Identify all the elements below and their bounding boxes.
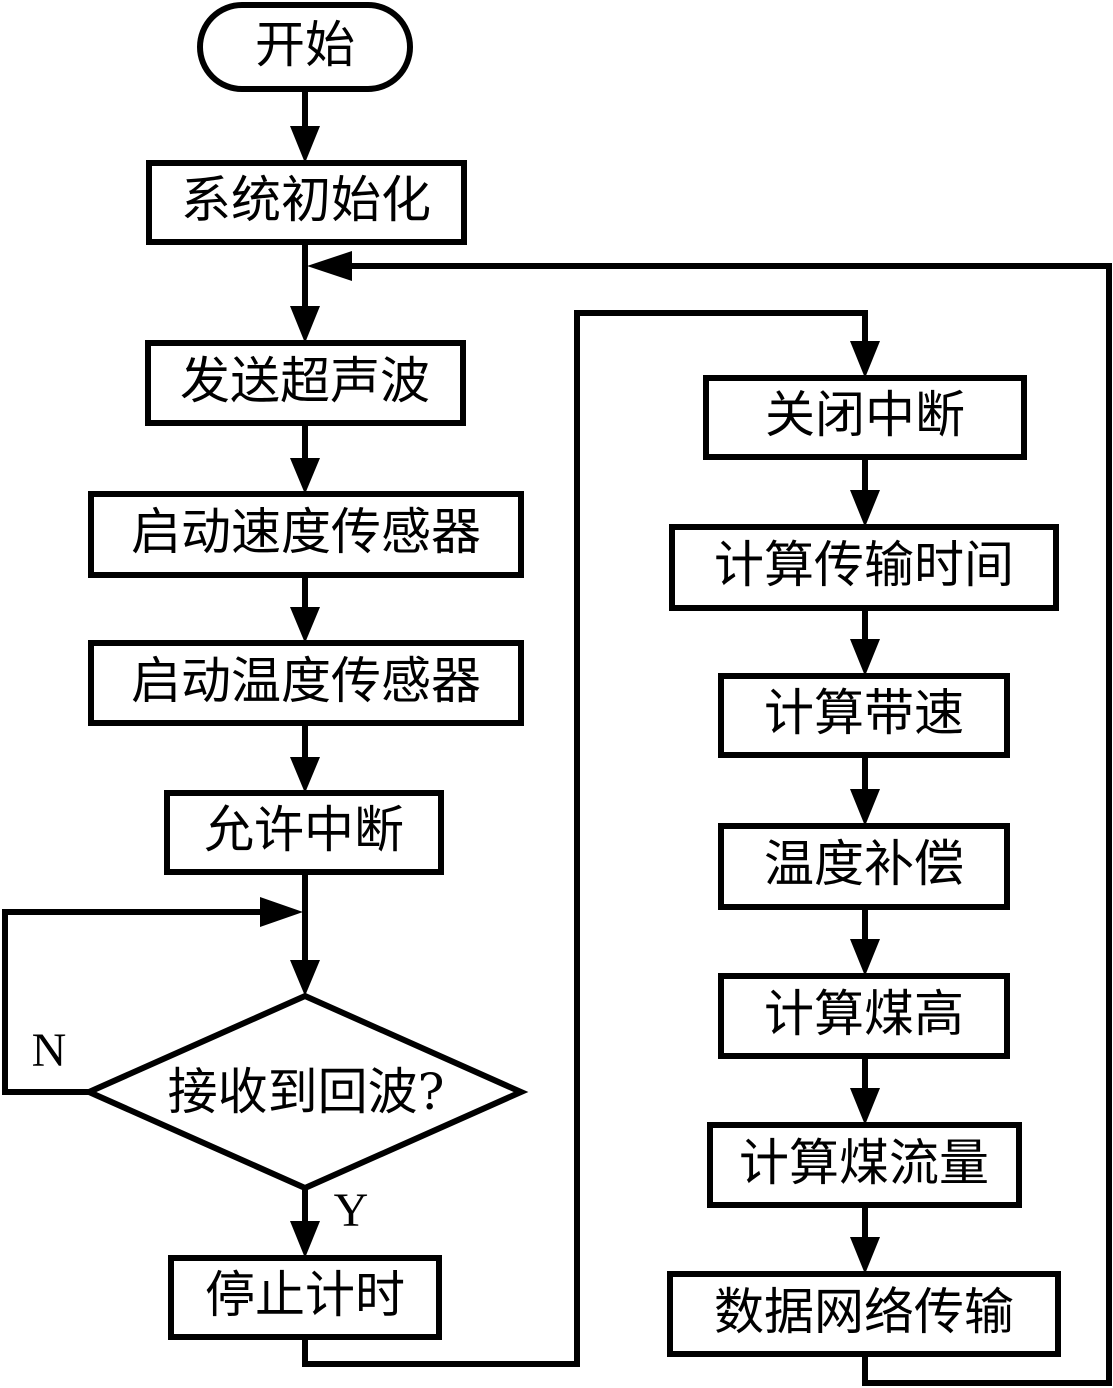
- connector-stop-timer-to-close-interrupt: [302, 310, 880, 1367]
- temp-compensation-label: 温度补偿: [764, 835, 964, 893]
- yes-branch-label: Y: [334, 1184, 369, 1237]
- data-network-transfer-label: 数据网络传输: [714, 1283, 1014, 1341]
- enable-interrupt-label: 允许中断: [204, 801, 404, 859]
- calc-transit-time-label: 计算传输时间: [714, 536, 1014, 594]
- calc-coal-height-box: [718, 973, 1010, 1059]
- stop-timer-box: [168, 1255, 442, 1340]
- connector-speed-to-temp-sensor: [290, 575, 320, 643]
- connector-transit-to-belt-speed: [850, 608, 880, 676]
- connector-temp-sensor-to-enable-interrupt: [290, 723, 320, 793]
- close-interrupt-box: [703, 375, 1027, 460]
- start-label: 开始: [255, 16, 355, 74]
- send-ultrasonic-box: [145, 340, 466, 426]
- start-temp-sensor-label: 启动温度传感器: [131, 652, 481, 710]
- connector-no-branch-loop: [2, 897, 303, 1095]
- connector-close-to-transit: [850, 457, 880, 527]
- start-speed-sensor-box: [88, 491, 524, 578]
- calc-belt-speed-label: 计算带速: [764, 684, 964, 742]
- connector-yes-to-stop-timer: [290, 1188, 320, 1258]
- connector-loop-back-to-send: [307, 251, 1112, 1386]
- temp-compensation-box: [718, 823, 1010, 910]
- start-speed-sensor-label: 启动速度传感器: [131, 503, 481, 561]
- connector-enable-interrupt-to-decision: [290, 872, 320, 996]
- connector-coal-flow-to-network: [850, 1205, 880, 1274]
- calc-transit-time-box: [669, 524, 1059, 611]
- connector-temp-comp-to-coal-height: [850, 907, 880, 976]
- stop-timer-label: 停止计时: [205, 1266, 405, 1324]
- close-interrupt-label: 关闭中断: [765, 386, 965, 444]
- init-box: [146, 160, 467, 245]
- connector-init-to-send: [290, 242, 320, 343]
- connector-send-to-speed-sensor: [290, 423, 320, 494]
- connector-coal-height-to-coal-flow: [850, 1056, 880, 1125]
- calc-coal-flow-label: 计算煤流量: [739, 1134, 989, 1192]
- connector-belt-speed-to-temp-comp: [850, 755, 880, 826]
- calc-coal-height-label: 计算煤高: [764, 985, 964, 1043]
- send-ultrasonic-label: 发送超声波: [180, 352, 430, 410]
- init-label: 系统初始化: [181, 171, 431, 229]
- decision-label: 接收到回波?: [168, 1063, 445, 1121]
- data-network-transfer-box: [667, 1271, 1061, 1357]
- no-branch-label: N: [32, 1024, 67, 1077]
- connector-start-to-init: [290, 89, 320, 163]
